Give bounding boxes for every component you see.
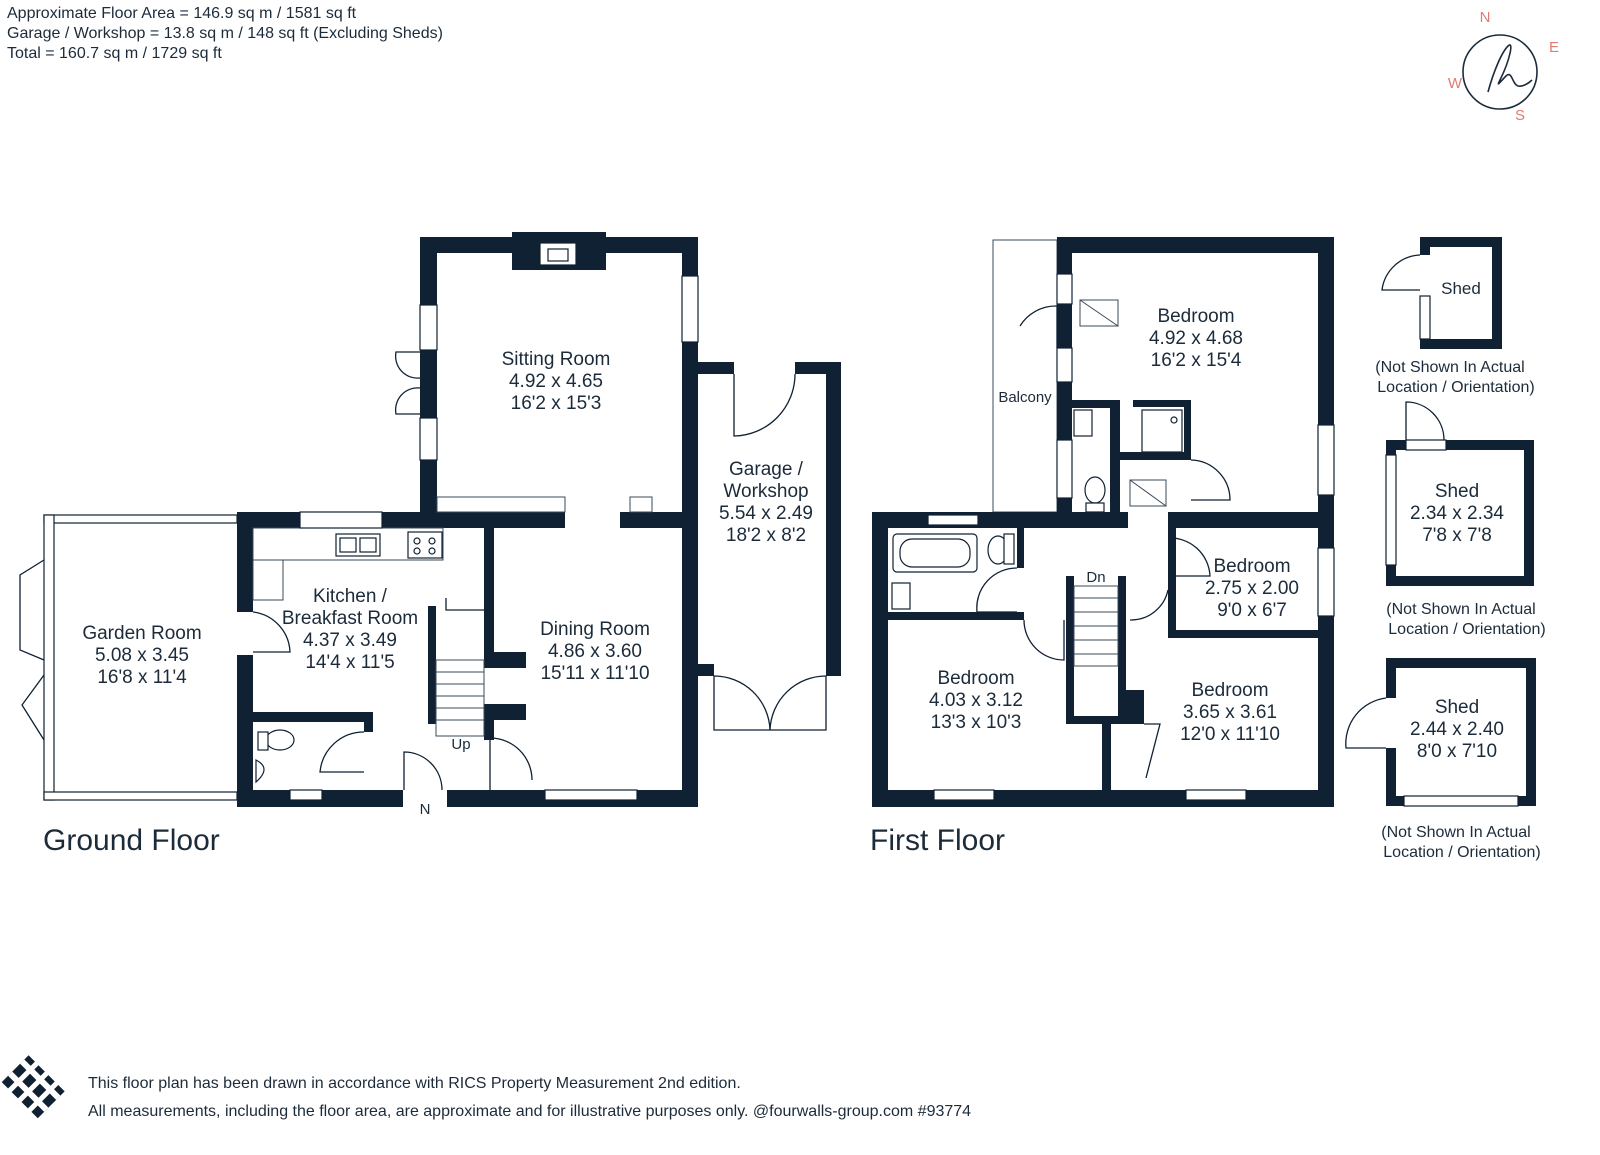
bedroom-3-name: Bedroom bbox=[937, 668, 1014, 689]
shed-1-note-1: (Not Shown In Actual bbox=[1375, 359, 1524, 376]
bedroom-1-name: Bedroom bbox=[1157, 306, 1234, 327]
garage-area-text: Garage / Workshop = 13.8 sq m / 148 sq f… bbox=[7, 25, 443, 42]
shed-3-metric: 2.44 x 2.40 bbox=[1410, 719, 1504, 740]
shed-2-plan bbox=[1385, 401, 1534, 586]
shed-labels: Shed (Not Shown In Actual Location / Ori… bbox=[1375, 279, 1545, 861]
shed-2-name: Shed bbox=[1435, 481, 1479, 502]
dining-room-name: Dining Room bbox=[540, 619, 650, 640]
ground-floor-labels: Sitting Room 4.92 x 4.65 16'2 x 15'3 Gar… bbox=[43, 349, 813, 857]
compass-w: W bbox=[1448, 75, 1463, 92]
kitchen-metric: 4.37 x 3.49 bbox=[303, 630, 397, 651]
garden-room-name: Garden Room bbox=[82, 623, 201, 644]
garage-name-2: Workshop bbox=[723, 481, 808, 502]
bedroom-3-metric: 4.03 x 3.12 bbox=[929, 690, 1023, 711]
footer-disclaimer: All measurements, including the floor ar… bbox=[88, 1103, 972, 1120]
shed-3-plan bbox=[1345, 658, 1536, 807]
logo-h-icon bbox=[1487, 44, 1533, 93]
garden-room-metric: 5.08 x 3.45 bbox=[95, 645, 189, 666]
sitting-room-imperial: 16'2 x 15'3 bbox=[511, 393, 602, 414]
shed-1-name: Shed bbox=[1441, 279, 1481, 298]
ground-floor-plan bbox=[19, 232, 841, 807]
bedroom-4-name: Bedroom bbox=[1191, 680, 1268, 701]
sitting-room-name: Sitting Room bbox=[502, 349, 611, 370]
garage-metric: 5.54 x 2.49 bbox=[719, 503, 813, 524]
balcony-label: Balcony bbox=[998, 389, 1052, 406]
area-summary: Approximate Floor Area = 146.9 sq m / 15… bbox=[7, 4, 443, 64]
shed-1-note-2: Location / Orientation) bbox=[1377, 379, 1534, 396]
stairs-down-label: Dn bbox=[1086, 569, 1105, 586]
fourwalls-logo-icon bbox=[1, 1055, 65, 1119]
compass-e: E bbox=[1549, 39, 1559, 56]
garage-name-1: Garage / bbox=[729, 459, 804, 480]
garage-imperial: 18'2 x 8'2 bbox=[726, 525, 806, 546]
bedroom-1-imperial: 16'2 x 15'4 bbox=[1151, 350, 1242, 371]
shed-2-imperial: 7'8 x 7'8 bbox=[1422, 525, 1492, 546]
compass-logo: N E S W bbox=[1448, 9, 1559, 124]
shed-2-note-2: Location / Orientation) bbox=[1388, 621, 1545, 638]
bedroom-4-imperial: 12'0 x 11'10 bbox=[1180, 724, 1280, 745]
stairs-up-label: Up bbox=[451, 736, 470, 753]
garden-room-imperial: 16'8 x 11'4 bbox=[97, 667, 187, 688]
bedroom-2-name: Bedroom bbox=[1213, 556, 1290, 577]
shed-1-plan bbox=[1381, 237, 1502, 349]
entrance-label: N bbox=[420, 801, 431, 818]
dining-room-metric: 4.86 x 3.60 bbox=[548, 641, 642, 662]
kitchen-imperial: 14'4 x 11'5 bbox=[305, 652, 394, 673]
shed-3-name: Shed bbox=[1435, 697, 1479, 718]
footer-rics-note: This floor plan has been drawn in accord… bbox=[88, 1075, 741, 1092]
shed-2-note-1: (Not Shown In Actual bbox=[1386, 601, 1535, 618]
total-area-text: Total = 160.7 sq m / 1729 sq ft bbox=[7, 45, 222, 62]
first-floor-labels: Balcony Bedroom 4.92 x 4.68 16'2 x 15'4 … bbox=[870, 306, 1299, 857]
bedroom-2-metric: 2.75 x 2.00 bbox=[1205, 578, 1299, 599]
bedroom-3-imperial: 13'3 x 10'3 bbox=[931, 712, 1022, 733]
compass-ring bbox=[1462, 34, 1538, 110]
first-floor-plan bbox=[872, 237, 1335, 807]
dining-room-imperial: 15'11 x 11'10 bbox=[540, 663, 649, 684]
bedroom-4-metric: 3.65 x 3.61 bbox=[1183, 702, 1277, 723]
kitchen-name-1: Kitchen / bbox=[313, 586, 388, 607]
ground-floor-title: Ground Floor bbox=[43, 824, 220, 857]
floor-area-text: Approximate Floor Area = 146.9 sq m / 15… bbox=[7, 5, 357, 22]
bedroom-1-metric: 4.92 x 4.68 bbox=[1149, 328, 1243, 349]
compass-n: N bbox=[1480, 9, 1491, 26]
sitting-room-metric: 4.92 x 4.65 bbox=[509, 371, 603, 392]
shed-3-note-1: (Not Shown In Actual bbox=[1381, 824, 1530, 841]
compass-s: S bbox=[1515, 107, 1525, 124]
first-floor-title: First Floor bbox=[870, 824, 1005, 857]
shed-3-note-2: Location / Orientation) bbox=[1383, 844, 1540, 861]
kitchen-name-2: Breakfast Room bbox=[282, 608, 418, 629]
shed-3-imperial: 8'0 x 7'10 bbox=[1417, 741, 1497, 762]
shed-2-metric: 2.34 x 2.34 bbox=[1410, 503, 1504, 524]
bedroom-2-imperial: 9'0 x 6'7 bbox=[1217, 600, 1287, 621]
